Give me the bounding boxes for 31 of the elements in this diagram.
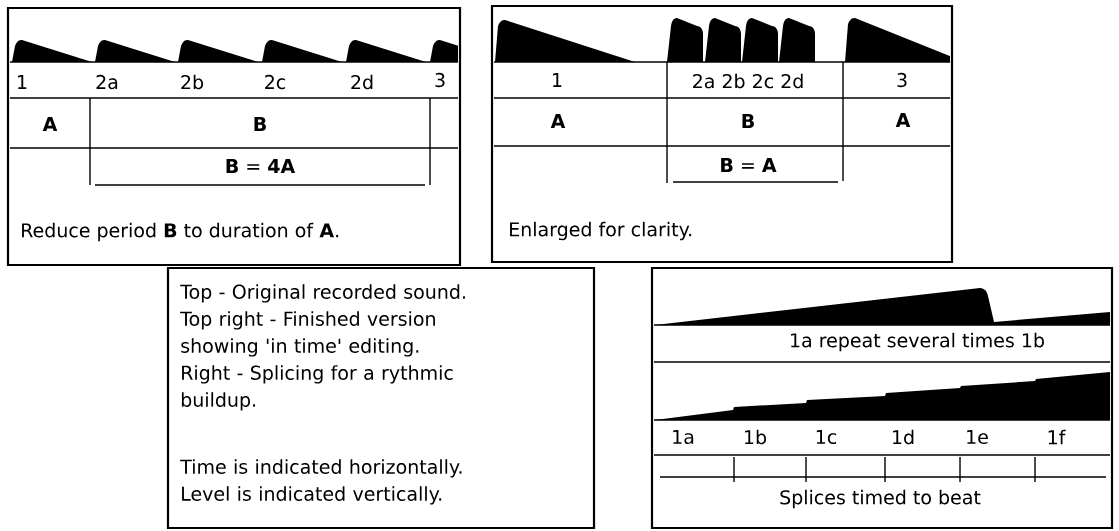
note: Level is indicated vertically. [182,486,442,505]
segment-label: 3 [435,72,445,88]
segment-label: 1e [967,429,988,445]
segment-label: 2d [351,74,373,90]
segment-label: 2c [265,74,286,90]
segment-label: 1f [1048,429,1066,445]
panel-note: Splices timed to beat [780,489,981,509]
segment-label: 1c [816,429,837,445]
segment-label: 1d [893,429,914,445]
note: Right - Splicing for a rythmic buildup. [181,365,453,411]
period-label: B [254,117,266,131]
segment-label: 2b [181,74,203,90]
segment-label: 2a 2b 2c 2d [693,73,803,89]
note: Top - Original recorded sound. [180,284,465,303]
segment-label: 1 [553,73,562,87]
period-label: A [895,113,911,127]
period-label: A [42,117,58,131]
period-label: A [550,114,566,128]
panel-note: Enlarged for clarity. [510,221,692,241]
panel-note: Reduce period B to duration of A. [22,222,339,242]
segment-label: 1 [18,75,27,89]
segment-label: 3 [897,72,907,88]
period-label: B [742,114,754,128]
segment-label: 1b [745,429,767,445]
note: Top right - Finished version showing 'in time' editing. [180,311,435,357]
equation-label: B = A [721,158,777,172]
segment-label: 2a [96,74,118,90]
segment-label: 1a repeat several times 1b [791,332,1044,352]
note: Time is indicated horizontally. [180,459,462,478]
equation-label: B = 4A [226,159,296,173]
segment-label: 1a [673,429,694,445]
